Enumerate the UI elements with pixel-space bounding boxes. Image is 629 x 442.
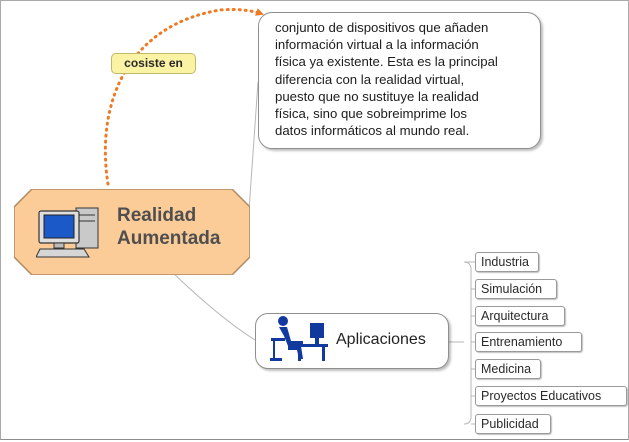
central-topic-line-1: Realidad: [117, 205, 197, 226]
central-to-callout-line: [247, 81, 259, 226]
applications-label: Aplicaciones: [336, 331, 426, 348]
relationship-label: cosiste en: [111, 53, 196, 74]
application-item-publicidad[interactable]: Publicidad: [475, 414, 551, 434]
computer-icon: [36, 207, 99, 258]
applications-branch-lines: [449, 261, 475, 425]
central-topic-line-2: Aumentada: [117, 228, 221, 249]
application-item-industria[interactable]: Industria: [475, 252, 539, 272]
central-topic[interactable]: Realidad Aumentada: [14, 189, 250, 275]
application-item-entrenamiento[interactable]: Entrenamiento: [475, 332, 582, 352]
person-at-computer-icon: [270, 316, 328, 361]
application-item-arquitectura[interactable]: Arquitectura: [475, 306, 565, 326]
application-item-simulacion[interactable]: Simulación: [475, 279, 557, 299]
applications-topic[interactable]: Aplicaciones: [255, 313, 449, 369]
central-to-applications-line: [171, 271, 256, 341]
relationship-dotted-line: [103, 8, 264, 186]
application-item-medicina[interactable]: Medicina: [475, 359, 541, 379]
central-topic-title: Realidad Aumentada: [117, 204, 237, 250]
application-item-proyectos-educativos[interactable]: Proyectos Educativos: [475, 386, 627, 406]
definition-callout: conjunto de dispositivos que añaden info…: [258, 12, 541, 149]
